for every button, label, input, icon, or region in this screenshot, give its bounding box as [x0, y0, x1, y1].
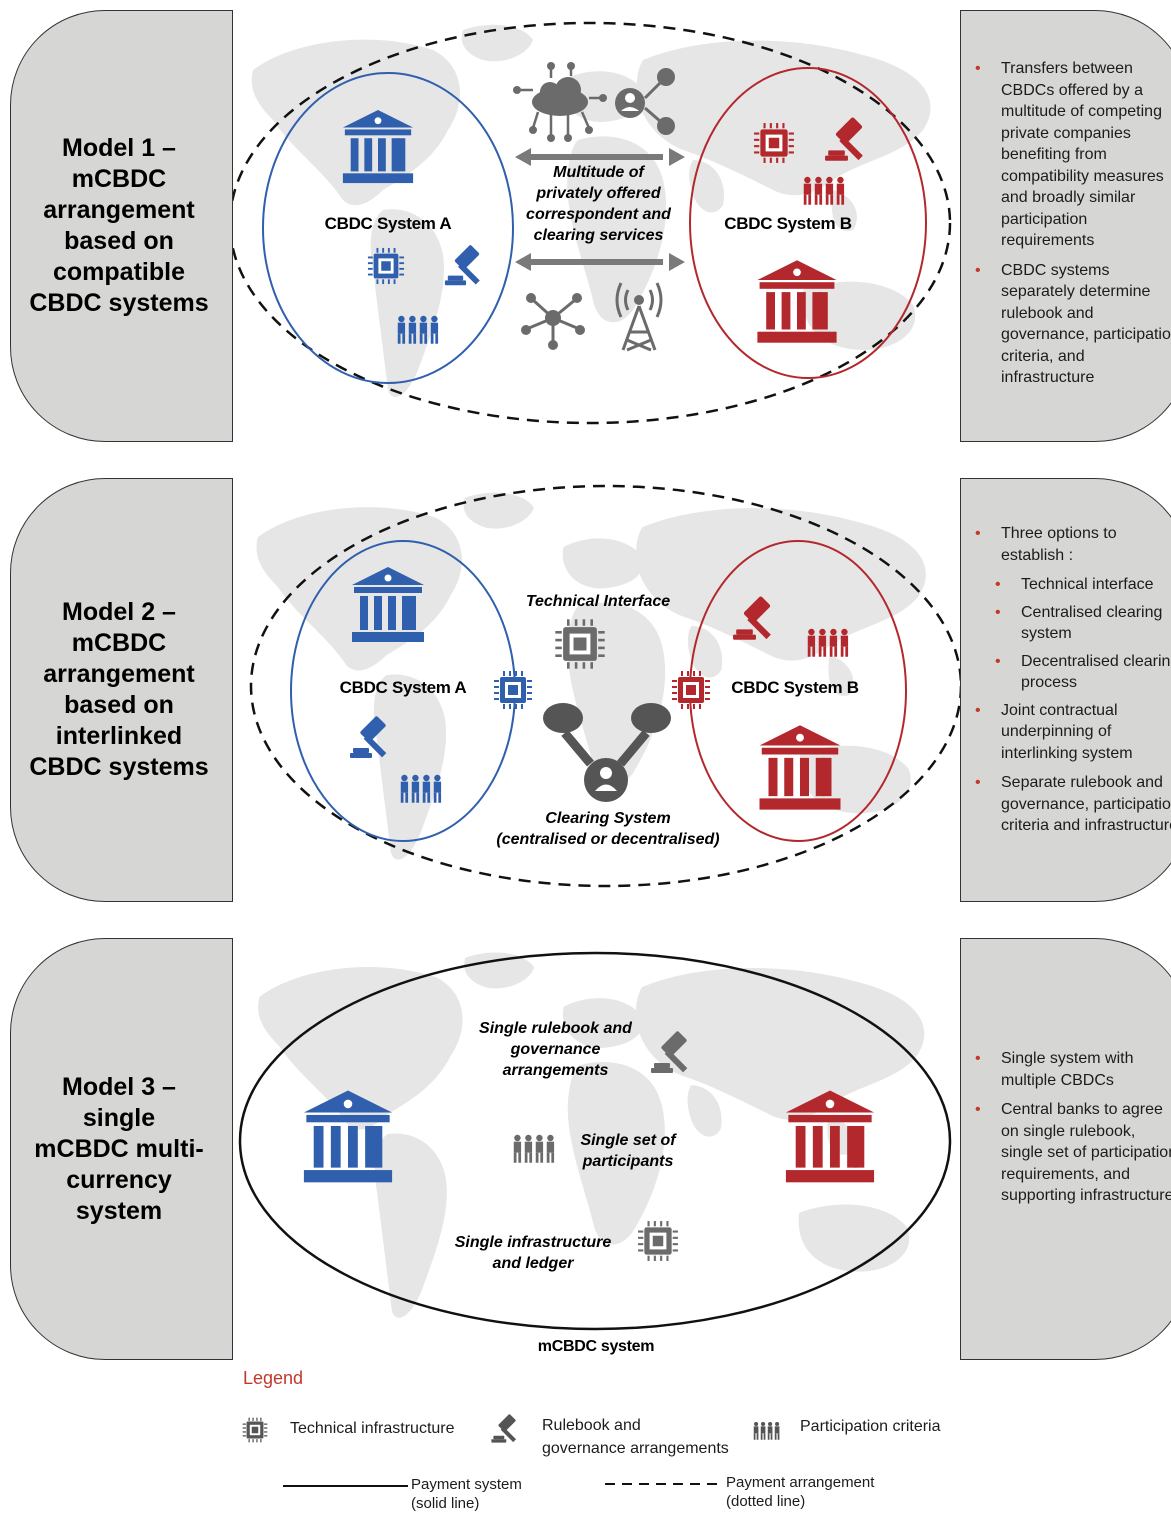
double-arrow-bottom [515, 253, 685, 271]
double-arrow-top [515, 148, 685, 166]
user-share-icon [615, 68, 675, 135]
model3-notes: Single system with multiple CBDCs Centra… [975, 1048, 1171, 1215]
antenna-tower-icon [615, 282, 663, 352]
legend-technical-label: Technical infrastructure [290, 1420, 455, 1437]
legend-rulebook-icon [491, 1413, 517, 1443]
system-a-label: CBDC System A [339, 678, 467, 697]
interface-chip-a-icon [493, 670, 533, 710]
model1-notes: Transfers between CBDCs offered by a mul… [975, 58, 1171, 397]
model1-title: Model 1 – mCBDC arrangement based on com… [29, 134, 209, 317]
single-rulebook-label: Single rulebook and governance arrangeme… [479, 1020, 632, 1079]
model2-title: Model 2 – mCBDC arrangement based on int… [29, 598, 209, 781]
model1-map-area: Multitude of privately offered correspon… [232, 10, 961, 442]
legend-participation-label: Participation criteria [800, 1418, 941, 1435]
participation-icon [513, 1134, 555, 1163]
model2-map-area: Technical Interface CBDC System A CBDC S… [232, 478, 961, 902]
model3-map-area: Single rulebook and governance arrangeme… [232, 938, 961, 1360]
model2-note: Separate rulebook and governance, partic… [975, 772, 1171, 837]
legend-participation-icon [753, 1421, 780, 1440]
clearing-network-icon [543, 703, 671, 802]
legend-title: Legend [243, 1368, 304, 1388]
legend-solid-label: Payment system (solid line) [411, 1476, 522, 1512]
system-a-outline [262, 72, 514, 384]
single-infrastructure-label: Single infrastructure and ledger [454, 1234, 612, 1272]
model3-note: Central banks to agree on single ruleboo… [975, 1099, 1171, 1207]
technical-infrastructure-icon [637, 1220, 679, 1262]
model2-note-intro: Three options to establish : [975, 523, 1171, 566]
payment-arrangement-outline [233, 21, 952, 425]
legend-dotted-label: Payment arrangement (dotted line) [726, 1474, 875, 1510]
mcbdc-system-label: mCBDC system [537, 1338, 655, 1355]
legend-technical-icon [242, 1417, 268, 1443]
model1-note: Transfers between CBDCs offered by a mul… [975, 58, 1171, 252]
network-hub-icon [521, 293, 585, 350]
correspondent-services-label: Multitude of privately offered correspon… [526, 164, 671, 244]
model2-option: Decentralised clearing process [975, 651, 1171, 694]
model1-note: CBDC systems separately determine rulebo… [975, 260, 1171, 389]
clearing-system-label: Clearing System (centralised or decentra… [496, 810, 720, 848]
model1-panel: Model 1 – mCBDC arrangement based on com… [10, 10, 1171, 442]
model2-note: Joint contractual underpinning of interl… [975, 700, 1171, 765]
payment-system-outline [238, 951, 952, 1331]
system-b-label: CBDC System B [724, 214, 852, 233]
payment-arrangement-outline [249, 484, 960, 888]
model3-panel: Model 3 – single mCBDC multi- currency s… [10, 938, 1171, 1360]
model2-option: Technical interface [975, 574, 1171, 596]
technical-interface-label: Technical Interface [525, 593, 671, 610]
system-b-label: CBDC System B [731, 678, 859, 697]
system-b-outline [689, 67, 927, 379]
model3-title: Model 3 – single mCBDC multi- currency s… [34, 1072, 204, 1225]
model3-note: Single system with multiple CBDCs [975, 1048, 1171, 1091]
cloud-network-icon [513, 62, 607, 142]
model2-option: Centralised clearing system [975, 602, 1171, 645]
legend-rulebook-label: Rulebook and governance arrangements [542, 1417, 729, 1457]
single-participants-label: Single set of participants [580, 1132, 676, 1170]
model2-notes: Three options to establish : Technical i… [975, 523, 1171, 845]
model2-panel: Model 2 – mCBDC arrangement based on int… [10, 478, 1171, 902]
system-a-label: CBDC System A [324, 214, 452, 233]
rulebook-a-icon [444, 244, 480, 286]
